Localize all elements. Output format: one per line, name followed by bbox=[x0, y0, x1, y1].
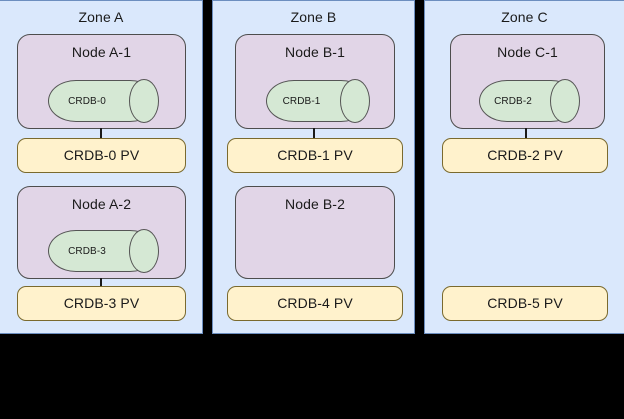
pv-box-crdb-1[interactable]: CRDB-1 PV bbox=[227, 138, 403, 173]
pv-label-crdb-0: CRDB-0 PV bbox=[63, 147, 140, 163]
node-b-1[interactable]: Node B-1 CRDB-1 bbox=[235, 34, 395, 129]
pv-box-crdb-2[interactable]: CRDB-2 PV bbox=[442, 138, 608, 173]
connector-node-b-1-to-pv bbox=[313, 128, 315, 139]
node-title-a-2: Node A-2 bbox=[71, 196, 132, 212]
database-cylinder-crdb-2[interactable]: CRDB-2 bbox=[479, 79, 580, 123]
cylinder-cap bbox=[340, 79, 370, 123]
node-b-2[interactable]: Node B-2 bbox=[235, 186, 395, 279]
database-label-crdb-0: CRDB-0 bbox=[68, 95, 106, 107]
pv-label-crdb-3: CRDB-3 PV bbox=[63, 295, 140, 311]
connector-node-c-1-to-pv bbox=[525, 128, 527, 139]
database-cylinder-crdb-0[interactable]: CRDB-0 bbox=[48, 79, 159, 123]
pv-box-crdb-3[interactable]: CRDB-3 PV bbox=[17, 286, 186, 321]
zone-container-b[interactable]: Zone B Node B-1 CRDB-1 CRDB-1 PV Node B-… bbox=[212, 0, 415, 334]
pv-box-crdb-4[interactable]: CRDB-4 PV bbox=[227, 286, 403, 321]
node-title-a-1: Node A-1 bbox=[71, 44, 132, 60]
node-title-b-2: Node B-2 bbox=[285, 196, 345, 212]
zone-container-c[interactable]: Zone C Node C-1 CRDB-2 CRDB-2 PV CRDB-5 … bbox=[424, 0, 624, 334]
pv-label-crdb-1: CRDB-1 PV bbox=[277, 147, 353, 163]
node-a-1[interactable]: Node A-1 CRDB-0 bbox=[17, 34, 186, 129]
database-cylinder-crdb-3[interactable]: CRDB-3 bbox=[48, 229, 159, 273]
node-a-2[interactable]: Node A-2 CRDB-3 bbox=[17, 186, 186, 279]
database-label-crdb-2: CRDB-2 bbox=[494, 95, 532, 107]
cylinder-cap bbox=[129, 79, 159, 123]
cylinder-cap bbox=[129, 229, 159, 273]
node-c-1[interactable]: Node C-1 CRDB-2 bbox=[450, 34, 605, 129]
connector-node-a-2-to-pv bbox=[100, 278, 102, 287]
database-label-crdb-1: CRDB-1 bbox=[282, 95, 321, 107]
pv-label-crdb-2: CRDB-2 PV bbox=[487, 147, 563, 163]
node-title-b-1: Node B-1 bbox=[285, 44, 345, 60]
connector-node-a-1-to-pv bbox=[100, 128, 102, 139]
zone-title-a: Zone A bbox=[78, 9, 124, 25]
cylinder-cap bbox=[550, 79, 580, 123]
zone-title-c: Zone C bbox=[501, 9, 548, 25]
database-cylinder-crdb-1[interactable]: CRDB-1 bbox=[266, 79, 370, 123]
pv-box-crdb-0[interactable]: CRDB-0 PV bbox=[17, 138, 186, 173]
node-title-c-1: Node C-1 bbox=[497, 44, 558, 60]
zone-container-a[interactable]: Zone A Node A-1 CRDB-0 CRDB-0 PV Node A-… bbox=[0, 0, 203, 334]
zone-title-b: Zone B bbox=[290, 9, 337, 25]
pv-box-crdb-5[interactable]: CRDB-5 PV bbox=[442, 286, 608, 321]
database-label-crdb-3: CRDB-3 bbox=[68, 245, 106, 257]
pv-label-crdb-5: CRDB-5 PV bbox=[487, 295, 563, 311]
pv-label-crdb-4: CRDB-4 PV bbox=[277, 295, 353, 311]
